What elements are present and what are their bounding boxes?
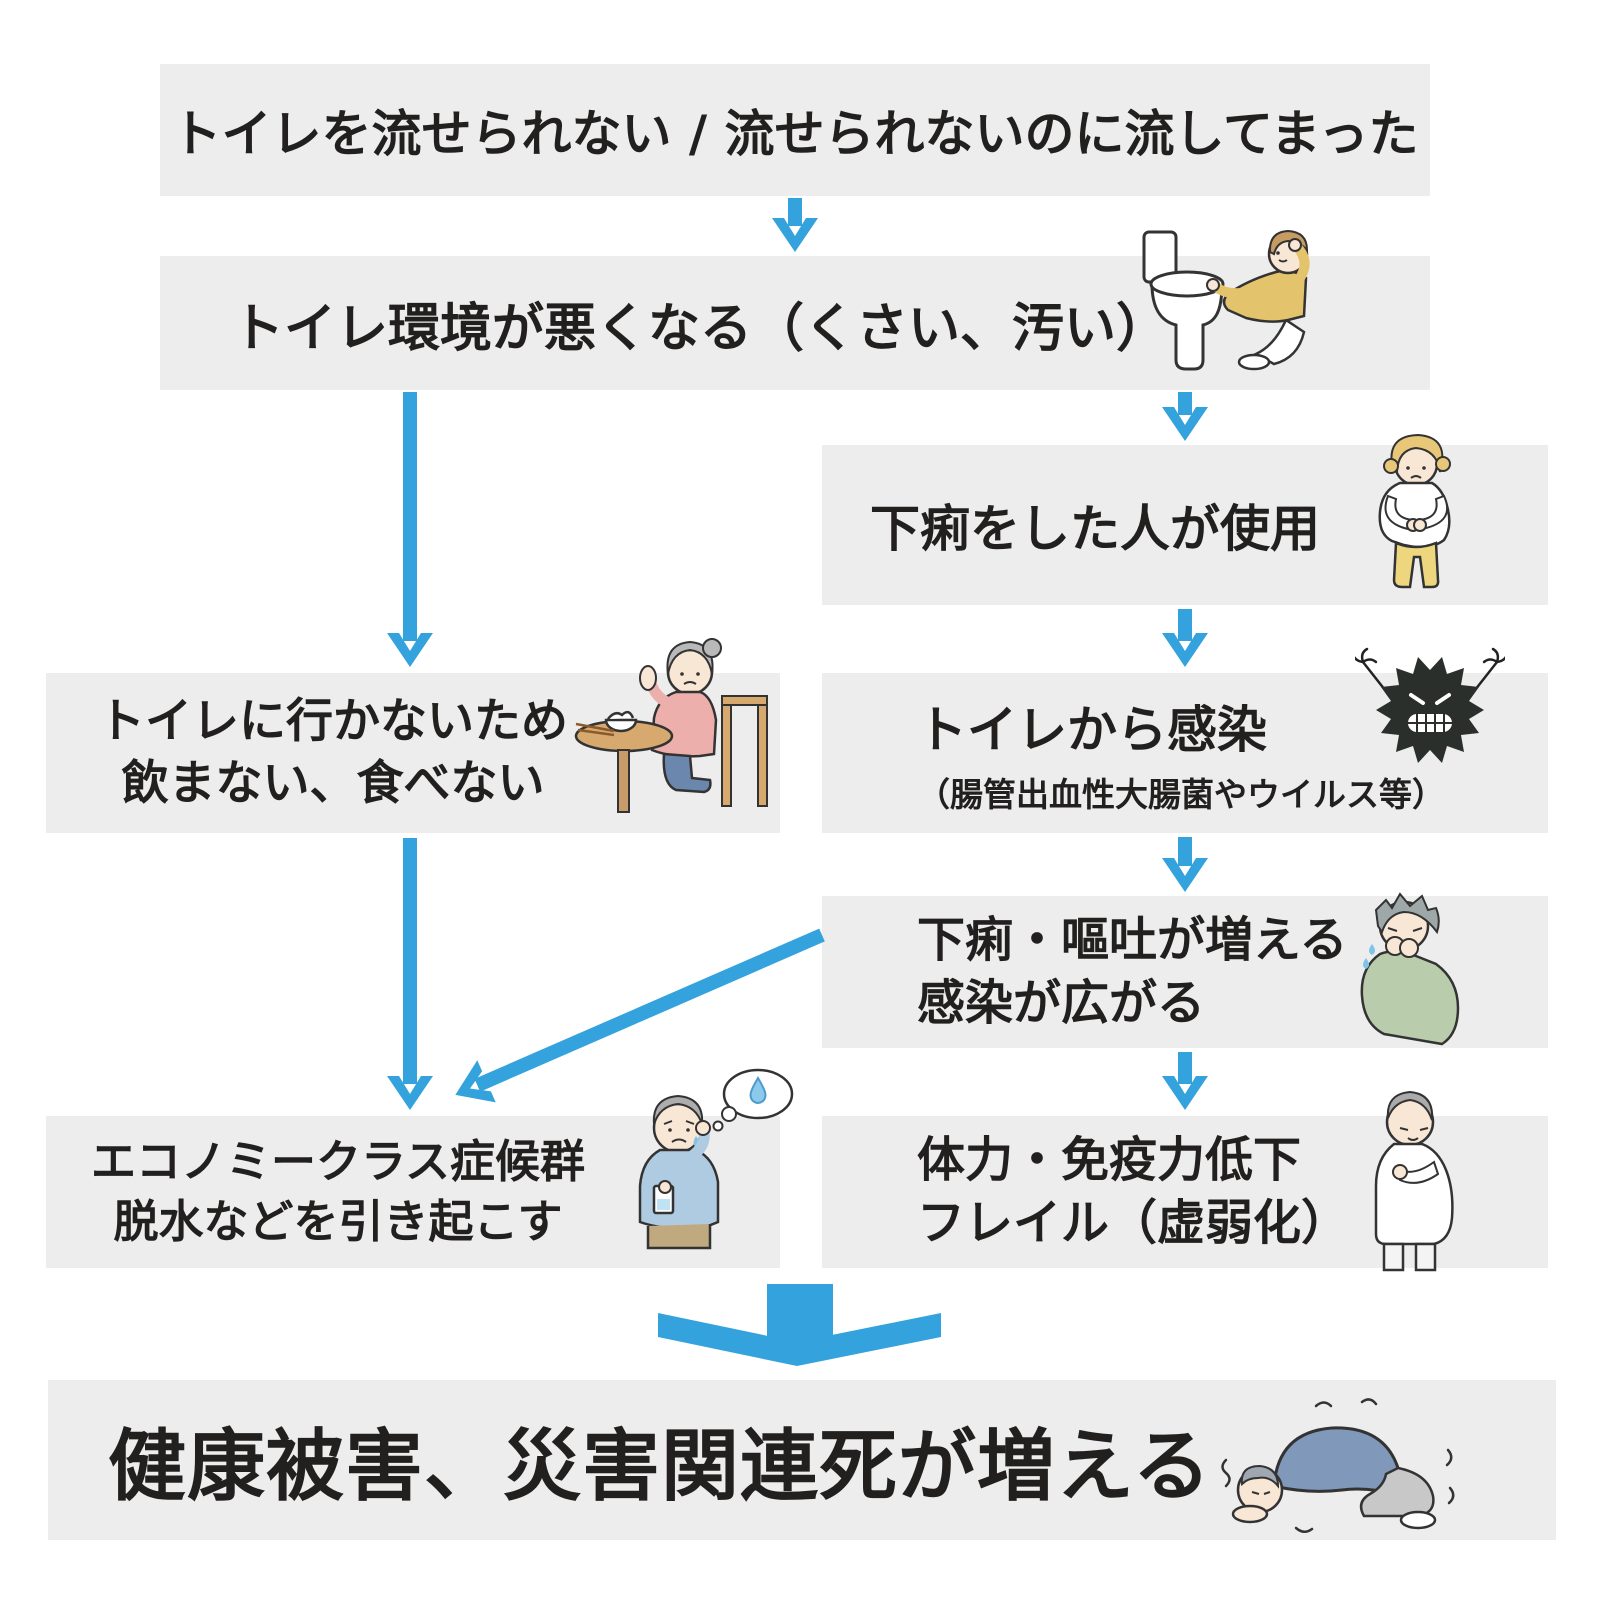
box-no-toilet-no-eat: トイレに行かないため 飲まない、食べない [46,673,780,833]
box-infection-note: （腸管出血性大腸菌やウイルス等） [917,775,1445,814]
arrow-environment-to-diarrheause [1162,392,1208,441]
box-no-toilet-line1: トイレに行かないため [98,693,568,749]
box-vomit-spread: 下痢・嘔吐が増える 感染が広がる [822,896,1548,1048]
arrow-big-to-final [658,1284,941,1366]
box-vomit-spread-line1: 下痢・嘔吐が増える [917,911,1348,968]
box-environment-worsens: トイレ環境が悪くなる（くさい、汚い） [160,256,1430,390]
box-diarrhea-person-uses: 下痢をした人が使用 [822,445,1548,605]
box-frailty: 体力・免疫力低下 フレイル（虚弱化） [822,1116,1548,1268]
box-final-outcome: 健康被害、災害関連死が増える [48,1380,1556,1540]
box-diarrhea-person-uses-text: 下痢をした人が使用 [870,500,1320,558]
box-economy-line2: 脱水などを引き起こす [113,1195,563,1248]
arrow-environment-to-notoilet [387,392,433,667]
box-frailty-line1: 体力・免疫力低下 [917,1131,1302,1188]
box-environment-worsens-text: トイレ環境が悪くなる（くさい、汚い） [231,298,1168,359]
box-no-toilet-line2: 飲まない、食べない [121,756,545,811]
arrow-cannotflush-to-environment [772,198,818,252]
arrow-infection-to-vomitspread [1162,837,1208,892]
arrow-vomitspread-to-economy-diagonal [455,928,825,1103]
box-infection-from-toilet: トイレから感染 （腸管出血性大腸菌やウイルス等） [822,673,1548,833]
box-final-outcome-text: 健康被害、災害関連死が増える [108,1422,1212,1512]
arrow-notoilet-to-economy [387,838,433,1110]
box-frailty-line2: フレイル（虚弱化） [917,1195,1350,1251]
box-economy-class: エコノミークラス症候群 脱水などを引き起こす [46,1116,780,1268]
box-economy-line1: エコノミークラス症候群 [90,1134,586,1188]
arrow-diarrheause-to-infection [1162,609,1208,667]
box-vomit-spread-line2: 感染が広がる [917,975,1206,1031]
box-cannot-flush: トイレを流せられない / 流せられないのに流してまった [160,64,1430,196]
box-infection-text: トイレから感染 [917,701,1267,759]
arrow-vomitspread-to-frailty [1162,1052,1208,1110]
box-cannot-flush-text: トイレを流せられない / 流せられないのに流してまった [171,105,1419,163]
